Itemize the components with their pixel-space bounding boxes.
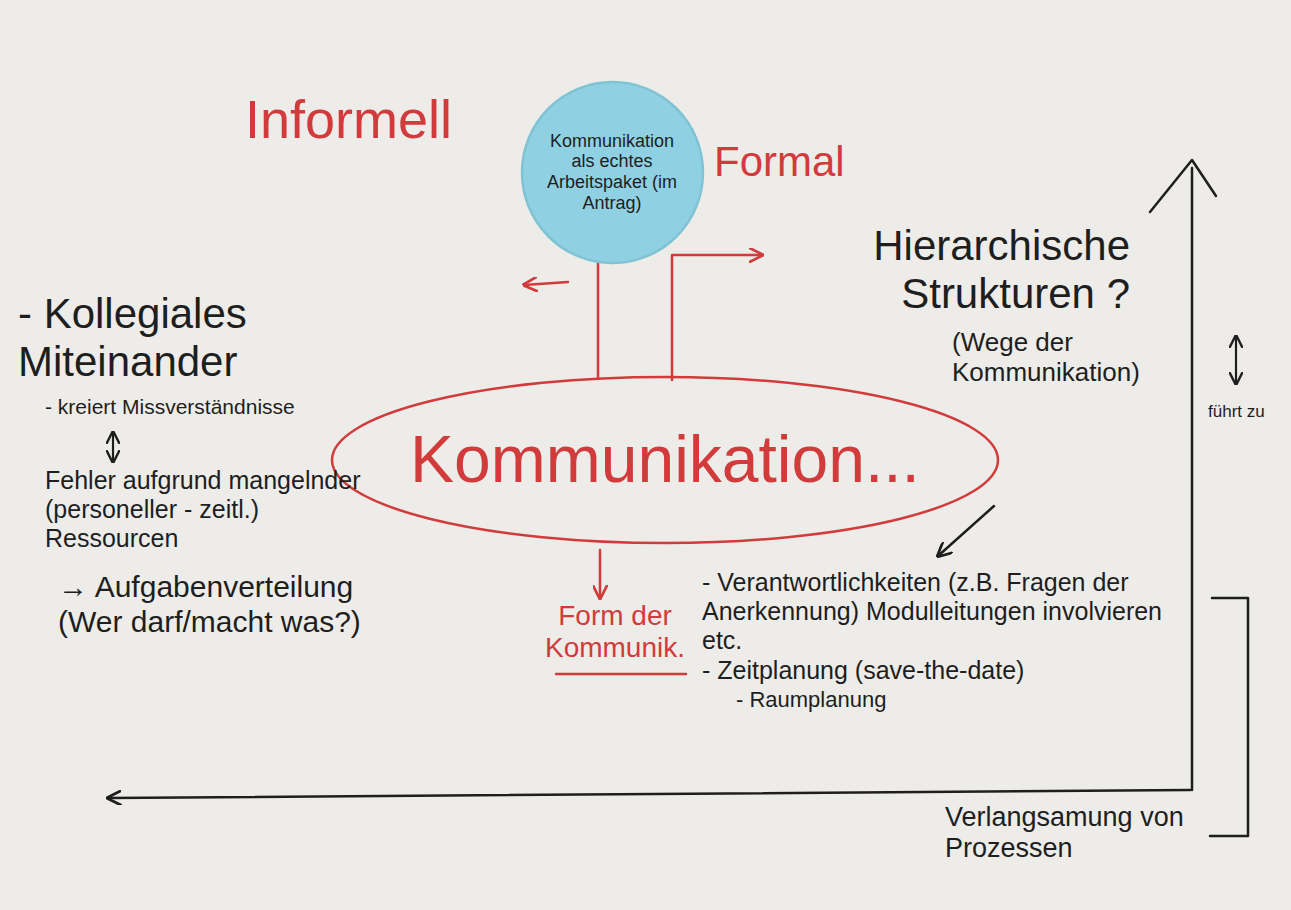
topic-note: (Wege der Kommunikation)	[952, 328, 1182, 388]
bracket	[1210, 598, 1248, 836]
rising-chevron	[1150, 160, 1216, 212]
connector-line	[597, 261, 600, 378]
topic-note: Verlangsamung von Prozessen	[945, 802, 1210, 864]
node-text: Kommunikation...	[410, 422, 920, 498]
formal-arrow	[672, 255, 762, 380]
double-arrow	[112, 432, 114, 462]
branch-heading: Informell	[245, 88, 452, 150]
topic-note: - Zeitplanung (save-the-date)	[702, 656, 1024, 685]
topic-note: - kreiert Missverständnisse	[45, 395, 295, 419]
responsibility-arrow	[938, 506, 994, 556]
node-text: Kommunikation als echtes Arbeitspaket (i…	[542, 131, 682, 214]
topic-note: führt zu	[1208, 402, 1284, 422]
topic-note: - Verantwortlichkeiten (z.B. Fragen der …	[702, 568, 1172, 654]
topic-circle: Kommunikation als echtes Arbeitspaket (i…	[520, 80, 705, 265]
central-ellipse: Kommunikation...	[330, 375, 1000, 545]
topic-note: - Kollegiales Miteinander	[18, 290, 348, 387]
branch-heading: Form der Kommunik.	[535, 600, 695, 664]
underline	[556, 673, 686, 676]
informal-arrow	[524, 282, 568, 285]
topic-note: → Aufgabenverteilung (Wer darf/macht was…	[58, 570, 423, 639]
form-arrow	[599, 550, 602, 598]
rising-line	[1191, 168, 1194, 790]
double-arrow	[1235, 336, 1237, 384]
topic-note: Hierarchische Strukturen ?	[790, 222, 1130, 319]
feedback-arrow	[108, 790, 1190, 798]
topic-note: - Raumplanung	[736, 687, 886, 712]
topic-note: Fehler aufgrund mangelnder (personeller …	[45, 466, 395, 552]
branch-heading: Formal	[714, 138, 845, 186]
